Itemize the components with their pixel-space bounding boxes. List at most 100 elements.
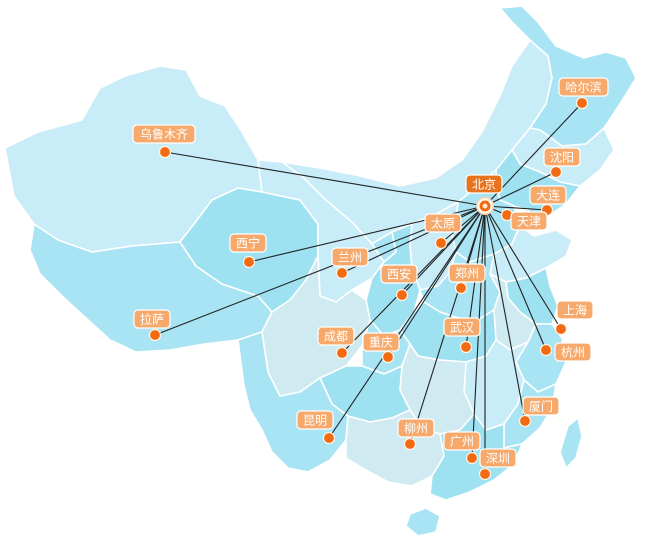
city-dot-guangzhou[interactable] xyxy=(465,451,479,465)
city-name-tianjin: 天津 xyxy=(517,215,541,229)
region-yunnan xyxy=(237,331,349,473)
city-dot-urumqi[interactable] xyxy=(158,145,172,159)
city-name-urumqi: 乌鲁木齐 xyxy=(140,127,188,142)
city-label-bg-lhasa xyxy=(133,309,171,329)
city-dot-shanghai[interactable] xyxy=(554,322,568,336)
city-label-bg-xiamen xyxy=(522,396,560,416)
city-name-guangzhou: 广州 xyxy=(450,435,474,449)
city-label-lanzhou[interactable]: 兰州 xyxy=(331,247,369,267)
region-hainan xyxy=(405,507,441,537)
city-name-xiamen: 厦门 xyxy=(529,399,553,414)
city-label-bg-guangzhou xyxy=(443,431,481,451)
city-label-bg-wuhan xyxy=(443,317,481,337)
hub-core xyxy=(482,203,488,209)
city-label-beijing[interactable]: 北京 xyxy=(465,174,503,194)
city-label-lhasa[interactable]: 拉萨 xyxy=(133,309,171,329)
city-name-lhasa: 拉萨 xyxy=(140,312,164,327)
city-label-bg-shanghai xyxy=(556,300,594,320)
city-label-bg-shenzhen xyxy=(479,448,517,468)
city-label-chengdu[interactable]: 成都 xyxy=(317,326,355,346)
city-name-kunming: 昆明 xyxy=(303,414,327,428)
city-name-taiyuan: 太原 xyxy=(431,216,455,231)
city-name-dalian: 大连 xyxy=(536,188,560,203)
city-label-zhengzhou[interactable]: 郑州 xyxy=(448,263,486,283)
city-label-bg-chengdu xyxy=(317,326,355,346)
city-dot-liuzhou[interactable] xyxy=(403,437,417,451)
route-line-xiamen xyxy=(484,205,526,422)
city-label-urumqi[interactable]: 乌鲁木齐 xyxy=(132,124,196,144)
route-line-kunming xyxy=(328,205,486,439)
route-line-chongqing xyxy=(387,205,486,358)
city-dot-kunming[interactable] xyxy=(322,431,336,445)
city-name-wuhan: 武汉 xyxy=(450,321,474,335)
city-label-tianjin[interactable]: 天津 xyxy=(510,211,548,231)
city-label-xining[interactable]: 西宁 xyxy=(229,233,267,253)
city-name-shenzhen: 深圳 xyxy=(486,452,510,466)
city-dot-xiamen[interactable] xyxy=(518,414,532,428)
city-label-bg-tianjin xyxy=(510,211,548,231)
city-dot-xining[interactable] xyxy=(242,255,256,269)
city-label-bg-taiyuan xyxy=(424,213,462,233)
city-dot-xian[interactable] xyxy=(395,288,409,302)
city-label-guangzhou[interactable]: 广州 xyxy=(443,431,481,451)
city-dot-lhasa[interactable] xyxy=(148,328,162,342)
city-label-bg-kunming xyxy=(296,410,334,430)
city-label-bg-dalian xyxy=(529,185,567,205)
city-dot-taiyuan[interactable] xyxy=(434,236,448,250)
route-line-dalian xyxy=(484,205,548,211)
city-name-chengdu: 成都 xyxy=(324,330,348,344)
city-name-zhengzhou: 郑州 xyxy=(455,266,479,281)
city-dot-zhengzhou[interactable] xyxy=(454,281,468,295)
city-label-shenyang[interactable]: 沈阳 xyxy=(543,147,581,167)
city-name-lanzhou: 兰州 xyxy=(338,251,362,265)
city-label-taiyuan[interactable]: 太原 xyxy=(424,213,462,233)
region-taiwan xyxy=(559,417,583,469)
city-label-shenzhen[interactable]: 深圳 xyxy=(479,448,517,468)
city-name-xining: 西宁 xyxy=(236,236,260,251)
city-label-bg-harbin xyxy=(558,77,609,97)
city-dot-shenzhen[interactable] xyxy=(478,467,492,481)
route-line-shenyang xyxy=(484,171,557,207)
city-name-chongqing: 重庆 xyxy=(369,336,393,350)
city-label-hangzhou[interactable]: 杭州 xyxy=(554,342,592,362)
city-label-bg-hangzhou xyxy=(554,342,592,362)
province-regions xyxy=(4,5,637,537)
city-label-wuhan[interactable]: 武汉 xyxy=(443,317,481,337)
city-dot-hangzhou[interactable] xyxy=(539,343,553,357)
city-name-shenyang: 沈阳 xyxy=(550,150,574,165)
hub-marker-beijing[interactable] xyxy=(476,197,494,215)
city-label-bg-lanzhou xyxy=(331,247,369,267)
city-label-shanghai[interactable]: 上海 xyxy=(556,300,594,320)
city-label-bg-shenyang xyxy=(543,147,581,167)
city-label-kunming[interactable]: 昆明 xyxy=(296,410,334,430)
city-dot-shenyang[interactable] xyxy=(549,165,563,179)
city-dot-wuhan[interactable] xyxy=(459,340,473,354)
city-label-liuzhou[interactable]: 柳州 xyxy=(397,418,435,438)
city-label-bg-urumqi xyxy=(132,124,196,144)
city-label-bg-chongqing xyxy=(362,332,400,352)
route-line-shanghai xyxy=(484,205,562,330)
route-lines xyxy=(154,102,583,474)
city-dot-lanzhou[interactable] xyxy=(335,266,349,280)
city-dot-harbin[interactable] xyxy=(575,96,589,110)
city-label-xian[interactable]: 西安 xyxy=(380,264,418,284)
city-dot-chengdu[interactable] xyxy=(335,346,349,360)
city-name-hangzhou: 杭州 xyxy=(561,345,585,360)
route-line-urumqi xyxy=(164,151,486,207)
city-label-xiamen[interactable]: 厦门 xyxy=(522,396,560,416)
city-label-bg-zhengzhou xyxy=(448,263,486,283)
city-label-bg-liuzhou xyxy=(397,418,435,438)
city-name-harbin: 哈尔滨 xyxy=(565,80,601,95)
city-label-bg-xian xyxy=(380,264,418,284)
city-label-bg-xining xyxy=(229,233,267,253)
city-label-dalian[interactable]: 大连 xyxy=(529,185,567,205)
city-name-xian: 西安 xyxy=(387,267,411,282)
city-name-liuzhou: 柳州 xyxy=(404,422,428,436)
route-line-hangzhou xyxy=(484,205,547,351)
city-label-chongqing[interactable]: 重庆 xyxy=(362,332,400,352)
city-dot-chongqing[interactable] xyxy=(381,350,395,364)
city-label-harbin[interactable]: 哈尔滨 xyxy=(558,77,609,97)
city-name-shanghai: 上海 xyxy=(563,303,587,318)
